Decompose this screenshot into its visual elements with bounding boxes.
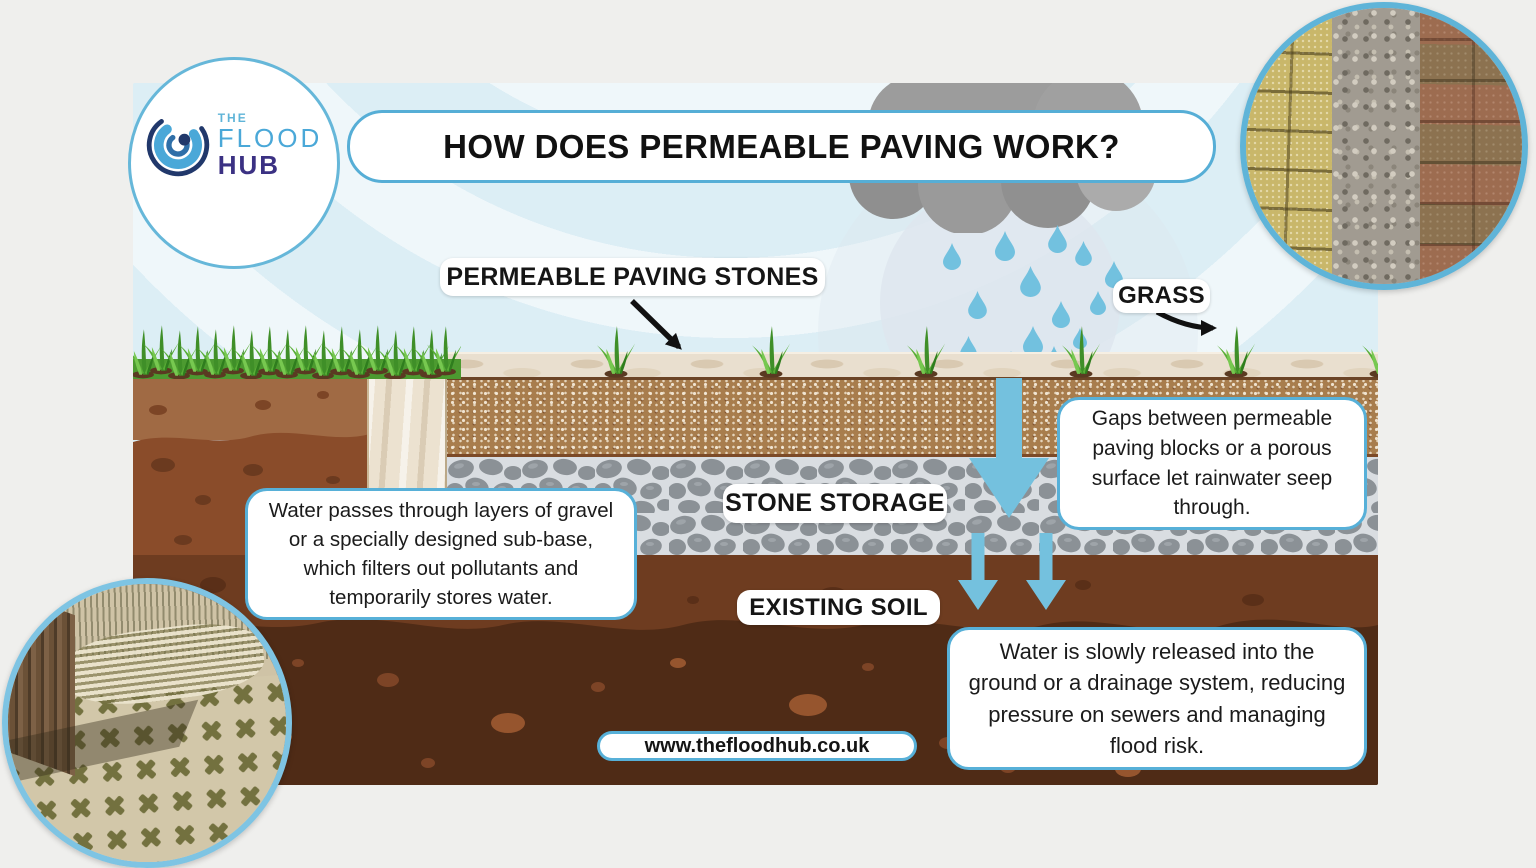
callout-release: Water is slowly released into the ground… xyxy=(947,627,1367,770)
label-permeable-paving-stones: PERMEABLE PAVING STONES xyxy=(440,258,825,296)
paving-grass-tufts xyxy=(596,326,1378,378)
photo-gravel-strip xyxy=(1331,8,1420,284)
logo-text-hub: HUB xyxy=(217,150,281,180)
photo-yellow-blocks xyxy=(1246,8,1332,284)
label-stone-storage: STONE STORAGE xyxy=(723,484,947,523)
logo-text-the: THE xyxy=(217,110,248,125)
callout-filter: Water passes through layers of gravel or… xyxy=(245,488,637,620)
paving-surface-layer xyxy=(447,352,1378,380)
callout-seep: Gaps between permeable paving blocks or … xyxy=(1057,397,1367,530)
flood-hub-logo: THE FLOOD HUB xyxy=(128,57,340,269)
website-pill: www.thefloodhub.co.uk xyxy=(597,731,917,761)
permeable-paving-photo xyxy=(1240,2,1528,290)
label-existing-soil: EXISTING SOIL xyxy=(737,590,940,625)
logo-text-flood: FLOOD xyxy=(217,122,323,153)
photo-red-blocks xyxy=(1419,8,1522,284)
infographic-card: HOW DOES PERMEABLE PAVING WORK? PERMEABL… xyxy=(133,83,1378,785)
page-title: HOW DOES PERMEABLE PAVING WORK? xyxy=(347,110,1216,183)
infiltration-arrows-small-icon xyxy=(958,533,1066,610)
label-grass: GRASS xyxy=(1113,279,1210,313)
grass-pointer-arrow-icon xyxy=(1155,309,1217,336)
logo-wave-icon xyxy=(146,119,209,177)
grass-grid-path-photo xyxy=(2,578,292,868)
lawn-grass xyxy=(133,325,461,379)
infiltration-arrow-large-icon xyxy=(969,378,1049,518)
paving-stones-pointer-arrow-icon xyxy=(630,299,682,350)
